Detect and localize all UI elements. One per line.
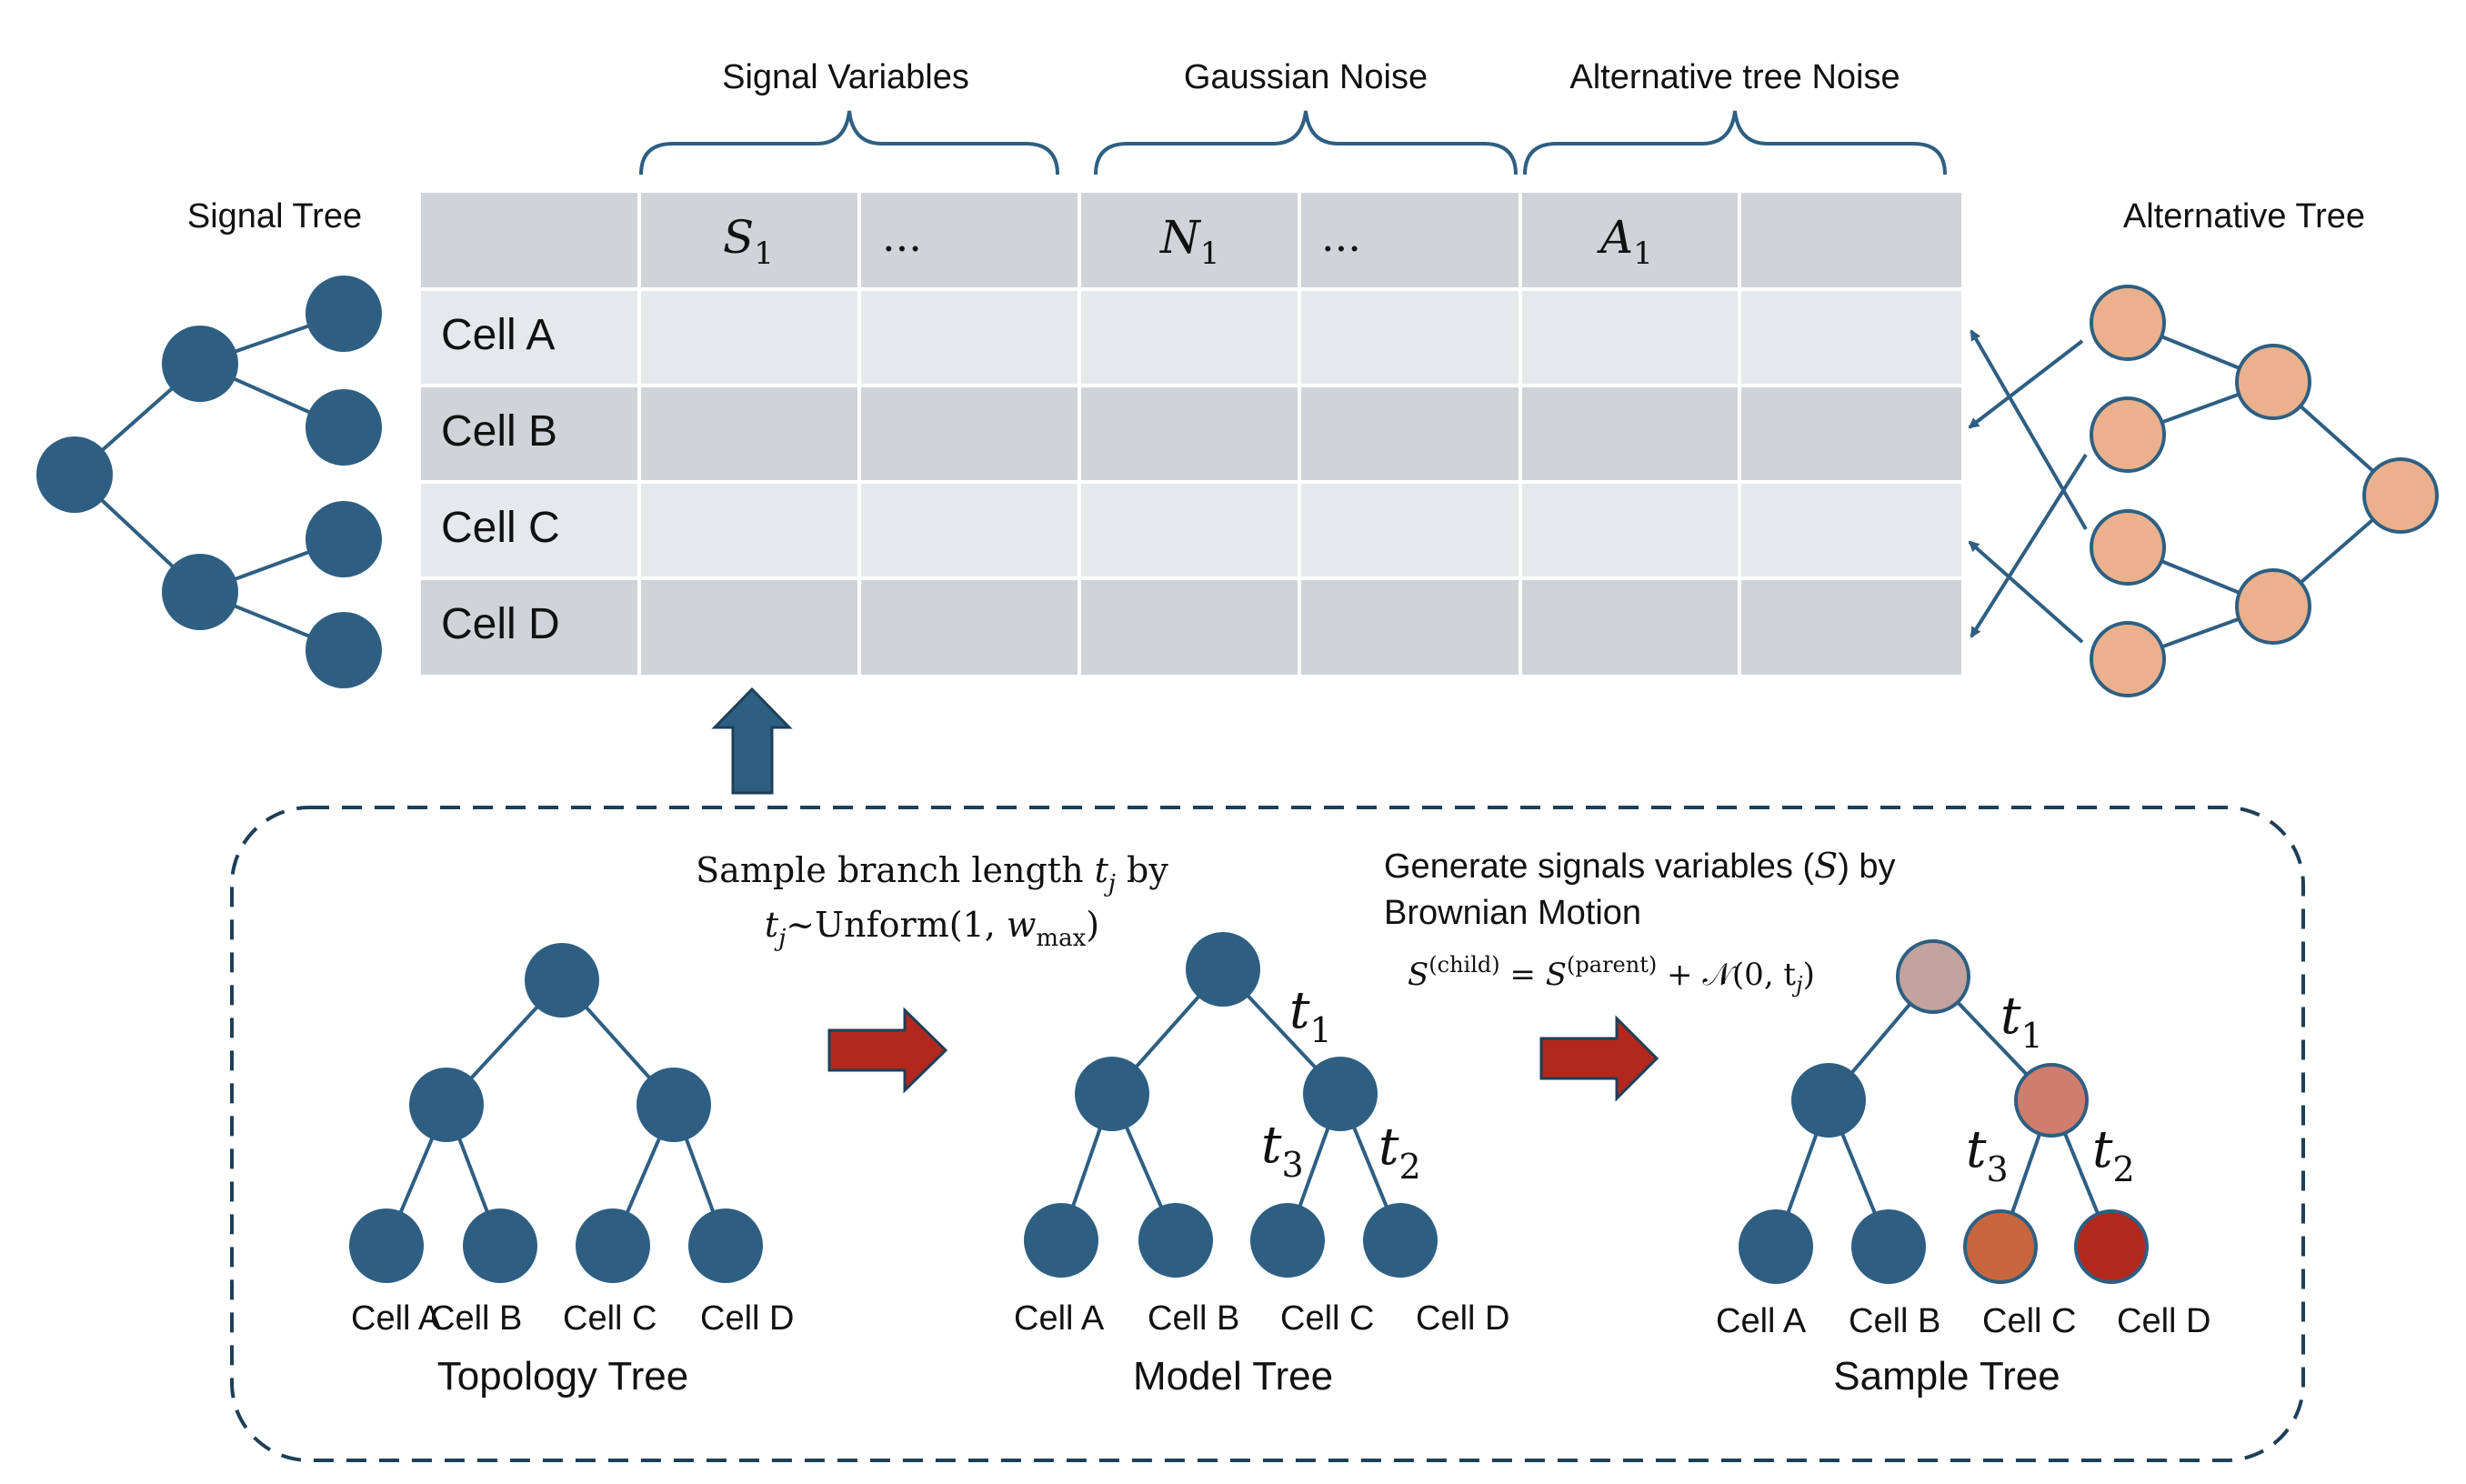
alternative-tree-title: Alternative Tree <box>2123 197 2365 236</box>
header-dots-1: ... <box>882 212 922 261</box>
alternative-tree-leaf <box>2090 396 2166 473</box>
generation-process-box <box>230 806 2305 1462</box>
brace-signal-variables <box>639 110 1059 175</box>
sample-tree-leaf <box>2074 1209 2149 1284</box>
row-label-cell-b: Cell B <box>441 407 557 456</box>
leaf-label-cell-b: Cell B <box>1849 1302 1940 1340</box>
leaf-label-cell-b: Cell B <box>1148 1299 1239 1338</box>
topology-tree: Cell A Cell B Cell C Cell D Topology Tre… <box>349 943 794 1399</box>
table-row <box>421 580 1961 675</box>
leaf-label-cell-a: Cell A <box>1014 1299 1105 1338</box>
up-arrow-icon <box>711 687 793 795</box>
topology-tree-title: Topology Tree <box>437 1354 688 1399</box>
svg-text:Generate signals variables (S): Generate signals variables (S) by <box>1384 846 1896 886</box>
group-label-gaussian-noise: Gaussian Noise <box>1184 58 1428 96</box>
signal-tree-node <box>162 326 238 402</box>
step2-caption: Generate signals variables (S) by Browni… <box>1384 846 1896 998</box>
header-s1: S1 <box>723 211 774 272</box>
svg-text:Brownian Motion: Brownian Motion <box>1384 894 1641 932</box>
sample-tree-title: Sample Tree <box>1833 1354 2060 1399</box>
sample-tree-leaf <box>1851 1209 1926 1284</box>
leaf-label-cell-d: Cell D <box>2117 1302 2210 1340</box>
mapping-arrows <box>1968 329 2088 644</box>
signal-tree-root <box>36 436 113 513</box>
signal-tree-leaf <box>306 612 382 688</box>
table-row <box>421 291 1961 384</box>
process-arrow-icon <box>1539 1015 1659 1102</box>
table-row <box>421 387 1961 480</box>
sample-tree-node <box>1791 1063 1866 1138</box>
leaf-label-cell-a: Cell A <box>1716 1302 1807 1340</box>
feature-table: S1 ... N1 ... A1 Cell A Cell B Cell C Ce… <box>421 193 1961 675</box>
alternative-tree <box>1968 285 2439 697</box>
alternative-tree-root <box>2362 457 2439 534</box>
signal-tree-leaf <box>306 501 382 577</box>
group-braces <box>639 110 1947 175</box>
table-header-row <box>421 193 1961 287</box>
model-tree: t1 t3 t2 Cell A Cell B Cell C Cell D Mod… <box>1014 932 1509 1399</box>
svg-text:tj~Unform(1, wmax): tj~Unform(1, wmax) <box>765 905 1099 952</box>
group-label-signal-variables: Signal Variables <box>722 58 969 96</box>
brace-alternative-noise <box>1523 110 1947 175</box>
header-a1: A1 <box>1597 211 1653 272</box>
sample-tree-leaf <box>1963 1209 2038 1284</box>
alternative-tree-leaf <box>2090 509 2166 586</box>
process-arrow-icon <box>827 1007 948 1094</box>
leaf-label-cell-a: Cell A <box>351 1299 442 1338</box>
alternative-tree-node <box>2235 344 2311 420</box>
branch-label-t1: t1 <box>2000 987 2043 1056</box>
branch-label-t1: t1 <box>1289 981 1332 1050</box>
alternative-tree-leaf <box>2090 621 2166 697</box>
svg-text:Sample branch length tj by: Sample branch length tj by <box>696 850 1168 897</box>
leaf-label-cell-c: Cell C <box>1280 1299 1374 1338</box>
row-label-cell-c: Cell C <box>441 504 560 552</box>
table-column-dividers <box>637 193 1741 675</box>
signal-tree-title: Signal Tree <box>187 197 362 236</box>
table-row-dividers <box>421 287 1961 580</box>
leaf-label-cell-c: Cell C <box>1982 1302 2076 1340</box>
header-dots-2: ... <box>1321 212 1361 261</box>
step1-caption: Sample branch length tj by tj~Unform(1, … <box>696 850 1168 952</box>
sample-tree-node <box>2014 1063 2089 1138</box>
sample-tree-leaf <box>1739 1209 1813 1284</box>
branch-label-t3: t3 <box>1966 1120 2009 1189</box>
row-label-cell-d: Cell D <box>441 600 560 648</box>
row-label-cell-a: Cell A <box>441 311 555 359</box>
leaf-label-cell-d: Cell D <box>700 1299 794 1338</box>
group-label-alternative-noise: Alternative tree Noise <box>1569 58 1900 96</box>
brace-gaussian-noise <box>1094 110 1518 175</box>
leaf-label-cell-c: Cell C <box>563 1299 657 1338</box>
leaf-label-cell-d: Cell D <box>1416 1299 1509 1338</box>
signal-tree-node <box>162 554 238 630</box>
branch-label-t3: t3 <box>1261 1116 1304 1185</box>
signal-tree <box>36 276 382 688</box>
header-n1: N1 <box>1159 211 1219 272</box>
sample-tree: t1 t3 t2 Cell A Cell B Cell C Cell D Sam… <box>1716 939 2210 1399</box>
table-row <box>421 484 1961 577</box>
alternative-tree-node <box>2235 568 2311 645</box>
branch-label-t2: t2 <box>2092 1120 2135 1189</box>
alternative-tree-leaf <box>2090 285 2166 361</box>
svg-text:S(child) = S(parent) + 𝒩(0, t: S(child) = S(parent) + 𝒩(0, tj) <box>1408 952 1815 998</box>
model-tree-title: Model Tree <box>1133 1354 1333 1399</box>
signal-tree-leaf <box>306 389 382 466</box>
signal-tree-leaf <box>306 276 382 352</box>
leaf-label-cell-b: Cell B <box>430 1299 522 1338</box>
sample-tree-root <box>1896 939 1970 1014</box>
branch-label-t2: t2 <box>1378 1118 1421 1187</box>
